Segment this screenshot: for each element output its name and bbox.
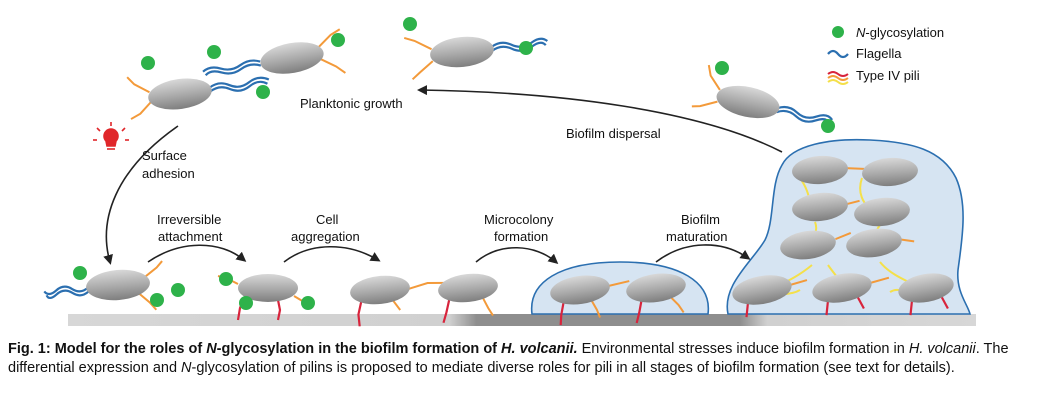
irreversible-label-1: Irreversible <box>157 212 221 227</box>
legend-pili-marker-yellow <box>827 79 849 85</box>
glycan-dot <box>171 283 185 297</box>
cell-aggregation-label-1: Cell <box>316 212 339 227</box>
glycan-dot <box>219 272 233 286</box>
planktonic-cell <box>126 76 270 120</box>
glycan-dot <box>331 33 345 47</box>
glycan-dot <box>73 266 87 280</box>
dispersal-arrow <box>417 85 783 153</box>
legend-glyco-label: N-glycosylation <box>856 25 944 40</box>
glycan-dot <box>301 296 315 310</box>
aggregating-cell <box>438 273 498 324</box>
glycan-dot <box>239 296 253 310</box>
caption-title: Fig. 1: Model for the roles of N-glycosy… <box>8 341 578 357</box>
legend-pili-label: Type IV pili <box>856 68 920 83</box>
glycan-dot <box>519 41 533 55</box>
microcolony-cell <box>626 273 686 324</box>
biofilm-cell <box>792 155 865 185</box>
legend: N-glycosylation Flagella Type IV pili <box>827 25 944 85</box>
biofilm-cell <box>732 275 808 318</box>
irreversible-label-2: attachment <box>158 229 223 244</box>
biofilm-model-figure: N-glycosylation Flagella Type IV pili Pl… <box>43 17 976 327</box>
surface-adhesion-arrow <box>103 125 179 265</box>
dispersing-cell <box>691 64 834 124</box>
biofilm-maturation-arrow <box>655 244 751 263</box>
surface-adhesion-label-2: adhesion <box>142 166 195 181</box>
legend-flagella-label: Flagella <box>856 46 902 61</box>
surface-adhesion-label-1: Surface <box>142 148 187 163</box>
adhering-cell <box>43 260 163 311</box>
maturation-label-2: maturation <box>666 229 727 244</box>
biofilm-cell <box>812 273 890 316</box>
glycan-dot <box>141 56 155 70</box>
legend-glyco-marker <box>832 26 844 38</box>
surface-substrate <box>68 314 976 326</box>
legend-pili-marker-orange <box>827 75 849 81</box>
planktonic-cell <box>202 28 346 77</box>
irreversible-attachment-arrow <box>147 244 247 263</box>
cell-aggregation-arrow <box>283 245 381 263</box>
legend-flagella-marker <box>827 49 849 59</box>
aggregating-cell <box>350 275 448 327</box>
maturation-label-1: Biofilm <box>681 212 720 227</box>
biofilm-cell <box>792 192 860 222</box>
biofilm-cell <box>862 157 918 187</box>
biofilm-cell <box>780 230 852 260</box>
figure-caption: Fig. 1: Model for the roles of N-glycosy… <box>8 341 1009 376</box>
glycan-dot <box>403 17 417 31</box>
glycan-dot <box>150 293 164 307</box>
stress-bulb-icon <box>93 122 129 150</box>
cell-aggregation-label-2: aggregation <box>291 229 360 244</box>
glycan-dot <box>821 119 835 133</box>
mature-biofilm <box>726 138 971 315</box>
glycan-dot <box>715 61 729 75</box>
microcolony-label-1: Microcolony <box>484 212 554 227</box>
biofilm-cell <box>846 228 915 258</box>
glycan-dot <box>207 45 221 59</box>
microcolony-label-2: formation <box>494 229 548 244</box>
biofilm-dispersal-label: Biofilm dispersal <box>566 126 661 141</box>
planktonic-growth-label: Planktonic growth <box>300 96 403 111</box>
legend-pili-marker-red <box>827 71 849 77</box>
glycan-dot <box>256 85 270 99</box>
biofilm-cell <box>898 273 954 316</box>
microcolony-formation-arrow <box>475 246 559 264</box>
biofilm-cell <box>854 197 910 227</box>
microcolony-cell <box>550 275 630 326</box>
